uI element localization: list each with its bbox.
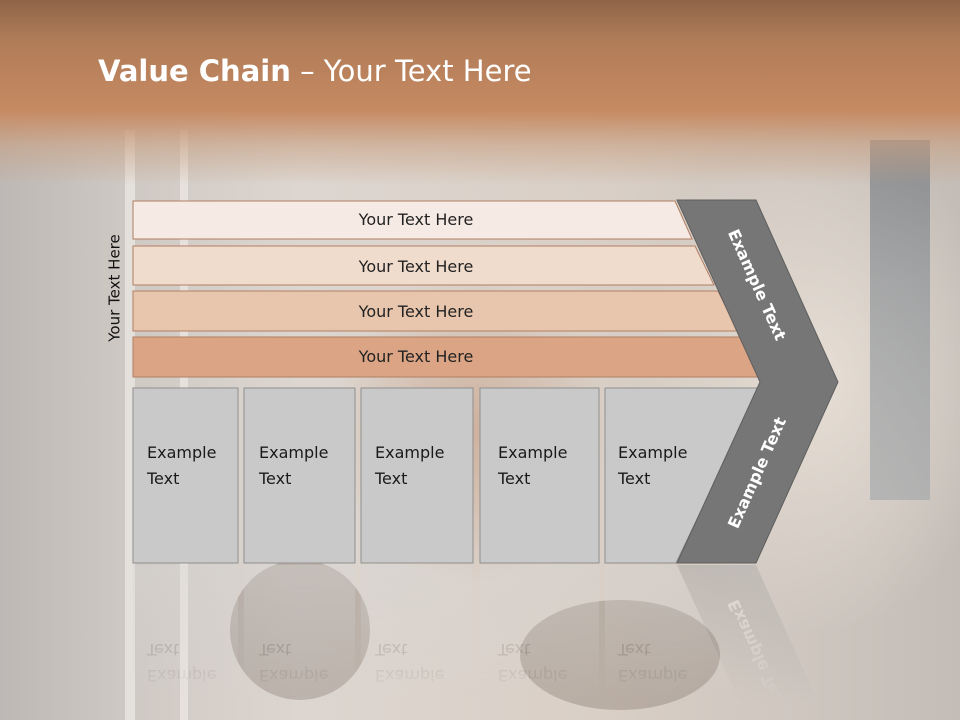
reflection-text-4b: Text [497,640,530,659]
reflection-text-3b: Text [374,640,407,659]
box-2-line2: Text [258,469,291,488]
reflection-box-2 [244,565,355,720]
row-3[interactable]: Your Text Here [132,290,739,332]
box-4-shape [479,387,600,564]
box-2-shape [243,387,356,564]
reflection-text-1: Example [147,666,216,685]
slide-title: Value Chain – Your Text Here [98,54,532,88]
background-shadow-2 [520,600,720,710]
background-shadow-1 [230,560,370,700]
box-4-line1: Example [498,443,567,462]
row-2-shape [132,245,715,286]
chevron-shape [676,199,839,564]
box-3-line1: Example [375,443,444,462]
box-4-line2: Text [497,469,530,488]
box-1-line1: Example [147,443,216,462]
row-4[interactable]: Your Text Here [132,336,764,378]
row-1-shape [132,200,693,240]
reflection-text-2b: Text [258,640,291,659]
reflection-text-5: Example [618,666,687,685]
box-5-line2: Text [617,469,650,488]
reflection-box-3 [361,565,473,720]
support-rows: Your Text Here Your Text Here Your Text … [132,200,764,378]
box-4[interactable]: Example Text [479,387,600,564]
title-bold: Value Chain [98,54,291,88]
reflection-box-4 [480,565,599,720]
row-4-label: Your Text Here [358,347,474,366]
reflection-box-1 [133,565,238,720]
reflection-chevron [677,565,827,720]
background-frame-left [125,130,135,720]
box-3[interactable]: Example Text [360,387,474,564]
box-5-line1: Example [618,443,687,462]
reflection-text-2: Example [259,666,328,685]
primary-boxes: Example Text Example Text Example Text E… [132,387,761,564]
box-1[interactable]: Example Text [132,387,239,564]
reflection-text-1b: Text [146,640,179,659]
row-3-label: Your Text Here [358,302,474,321]
title-rest: – Your Text Here [290,54,532,88]
box-3-line2: Text [374,469,407,488]
reflection-text-5b: Text [617,640,650,659]
reflection-text-3: Example [375,666,444,685]
reflection-box-5 [605,565,751,720]
reflection-text-4: Example [498,666,567,685]
box-2-line1: Example [259,443,328,462]
title-banner [0,0,960,185]
box-1-line2: Text [146,469,179,488]
box-5-shape [604,387,761,564]
diagram-reflection: Example Text Example Text Example Text E… [133,565,827,720]
row-2[interactable]: Your Text Here [132,245,715,286]
box-3-shape [360,387,474,564]
box-1-shape [132,387,239,564]
box-2[interactable]: Example Text [243,387,356,564]
row-2-label: Your Text Here [358,257,474,276]
box-5[interactable]: Example Text [604,387,761,564]
background-window [870,140,930,500]
row-1-label: Your Text Here [358,210,474,229]
row-1[interactable]: Your Text Here [132,200,693,240]
